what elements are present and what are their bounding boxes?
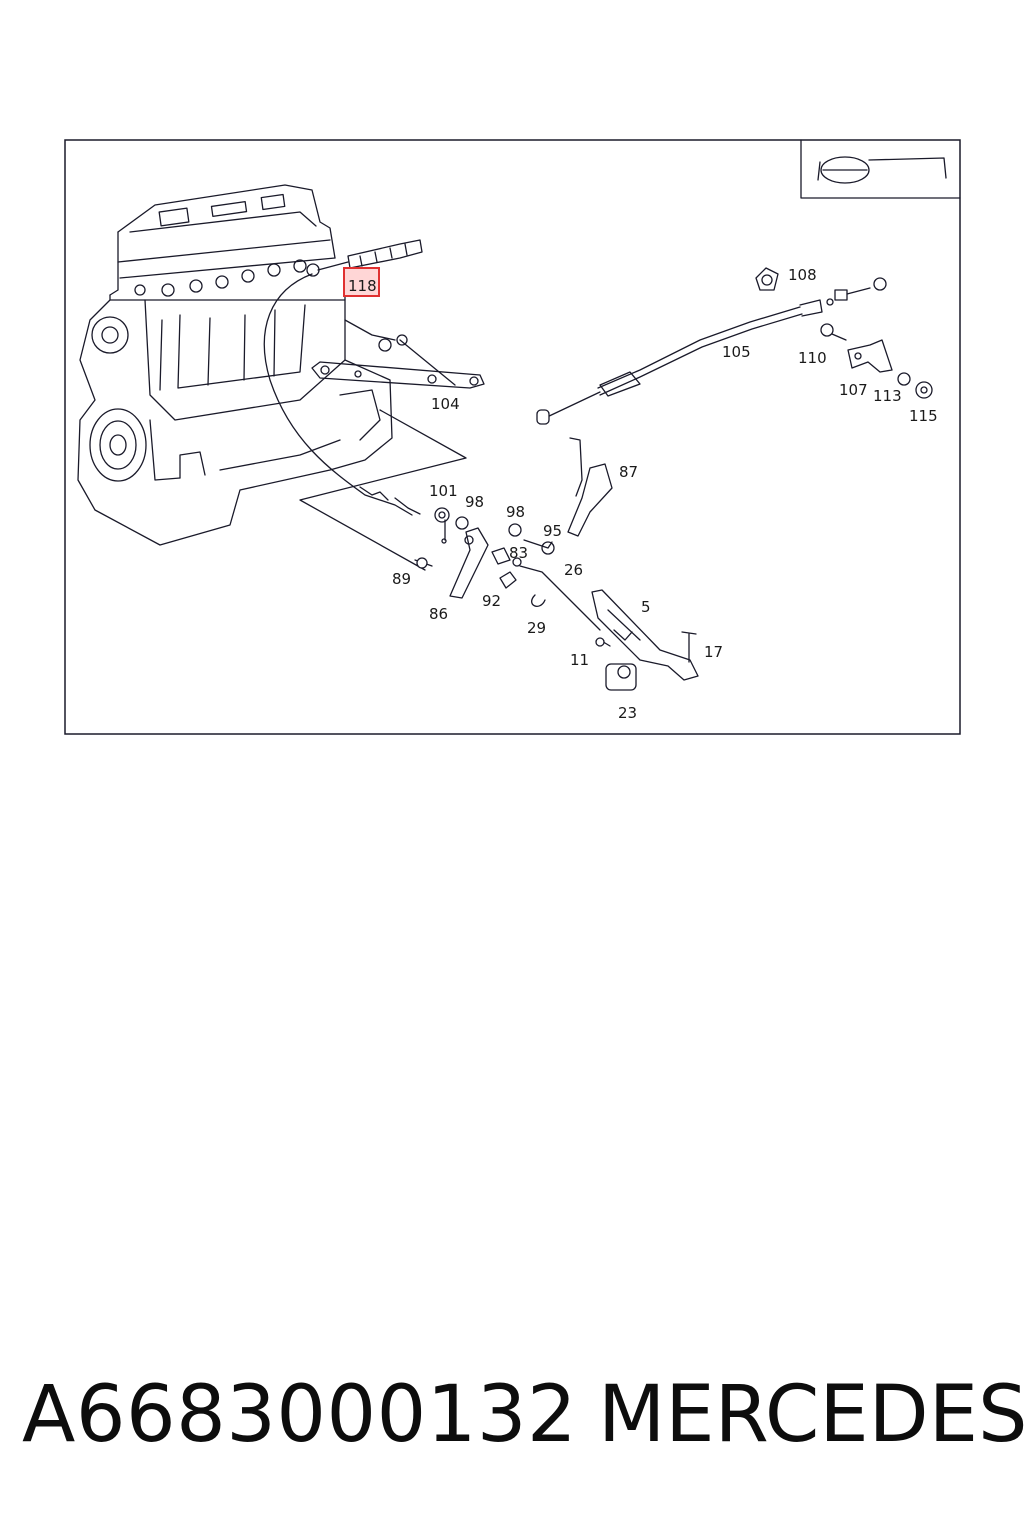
callout-115[interactable]: 115 (909, 407, 938, 425)
callout-113[interactable]: 113 (873, 387, 902, 405)
callout-108[interactable]: 108 (788, 266, 817, 284)
callout-95[interactable]: 95 (543, 522, 562, 540)
callout-104[interactable]: 104 (431, 395, 460, 413)
brand-name: MERCEDES (598, 1370, 1024, 1460)
callout-5[interactable]: 5 (641, 598, 651, 616)
vehicle-type-symbol (800, 139, 961, 199)
callout-29[interactable]: 29 (527, 619, 546, 637)
throttle-linkage-104 (311, 361, 485, 389)
leader-lines (299, 339, 467, 571)
callout-110[interactable]: 110 (798, 349, 827, 367)
cable-105 (536, 277, 887, 425)
callout-92[interactable]: 92 (482, 592, 501, 610)
bracket-87 (567, 437, 613, 537)
callout-105[interactable]: 105 (722, 343, 751, 361)
callout-83[interactable]: 83 (509, 544, 528, 562)
callout-118[interactable]: 118 (348, 277, 377, 295)
bracket-parts (820, 323, 933, 399)
part-number: A6683000132 (22, 1370, 578, 1460)
callout-98-right[interactable]: 98 (506, 503, 525, 521)
callout-23[interactable]: 23 (618, 704, 637, 722)
callout-87[interactable]: 87 (619, 463, 638, 481)
callout-98-left[interactable]: 98 (465, 493, 484, 511)
parts-diagram: 118 108 105 110 107 113 115 104 87 101 9… (64, 139, 961, 735)
clip-108 (755, 267, 779, 291)
linkage-small-parts (414, 507, 601, 631)
callout-17[interactable]: 17 (704, 643, 723, 661)
accelerator-pedal-5 (591, 589, 699, 691)
callout-118-highlight[interactable] (343, 267, 380, 297)
callout-107[interactable]: 107 (839, 381, 868, 399)
accelerator-cable (263, 273, 413, 516)
callout-26[interactable]: 26 (564, 561, 583, 579)
callout-labels: 118 108 105 110 107 113 115 104 87 101 9… (343, 266, 938, 722)
callout-86[interactable]: 86 (429, 605, 448, 623)
callout-11[interactable]: 11 (570, 651, 589, 669)
callout-101[interactable]: 101 (429, 482, 458, 500)
diagram-frame (64, 139, 961, 735)
callout-89[interactable]: 89 (392, 570, 411, 588)
footer: A6683000132 MERCEDES (0, 1370, 1024, 1480)
